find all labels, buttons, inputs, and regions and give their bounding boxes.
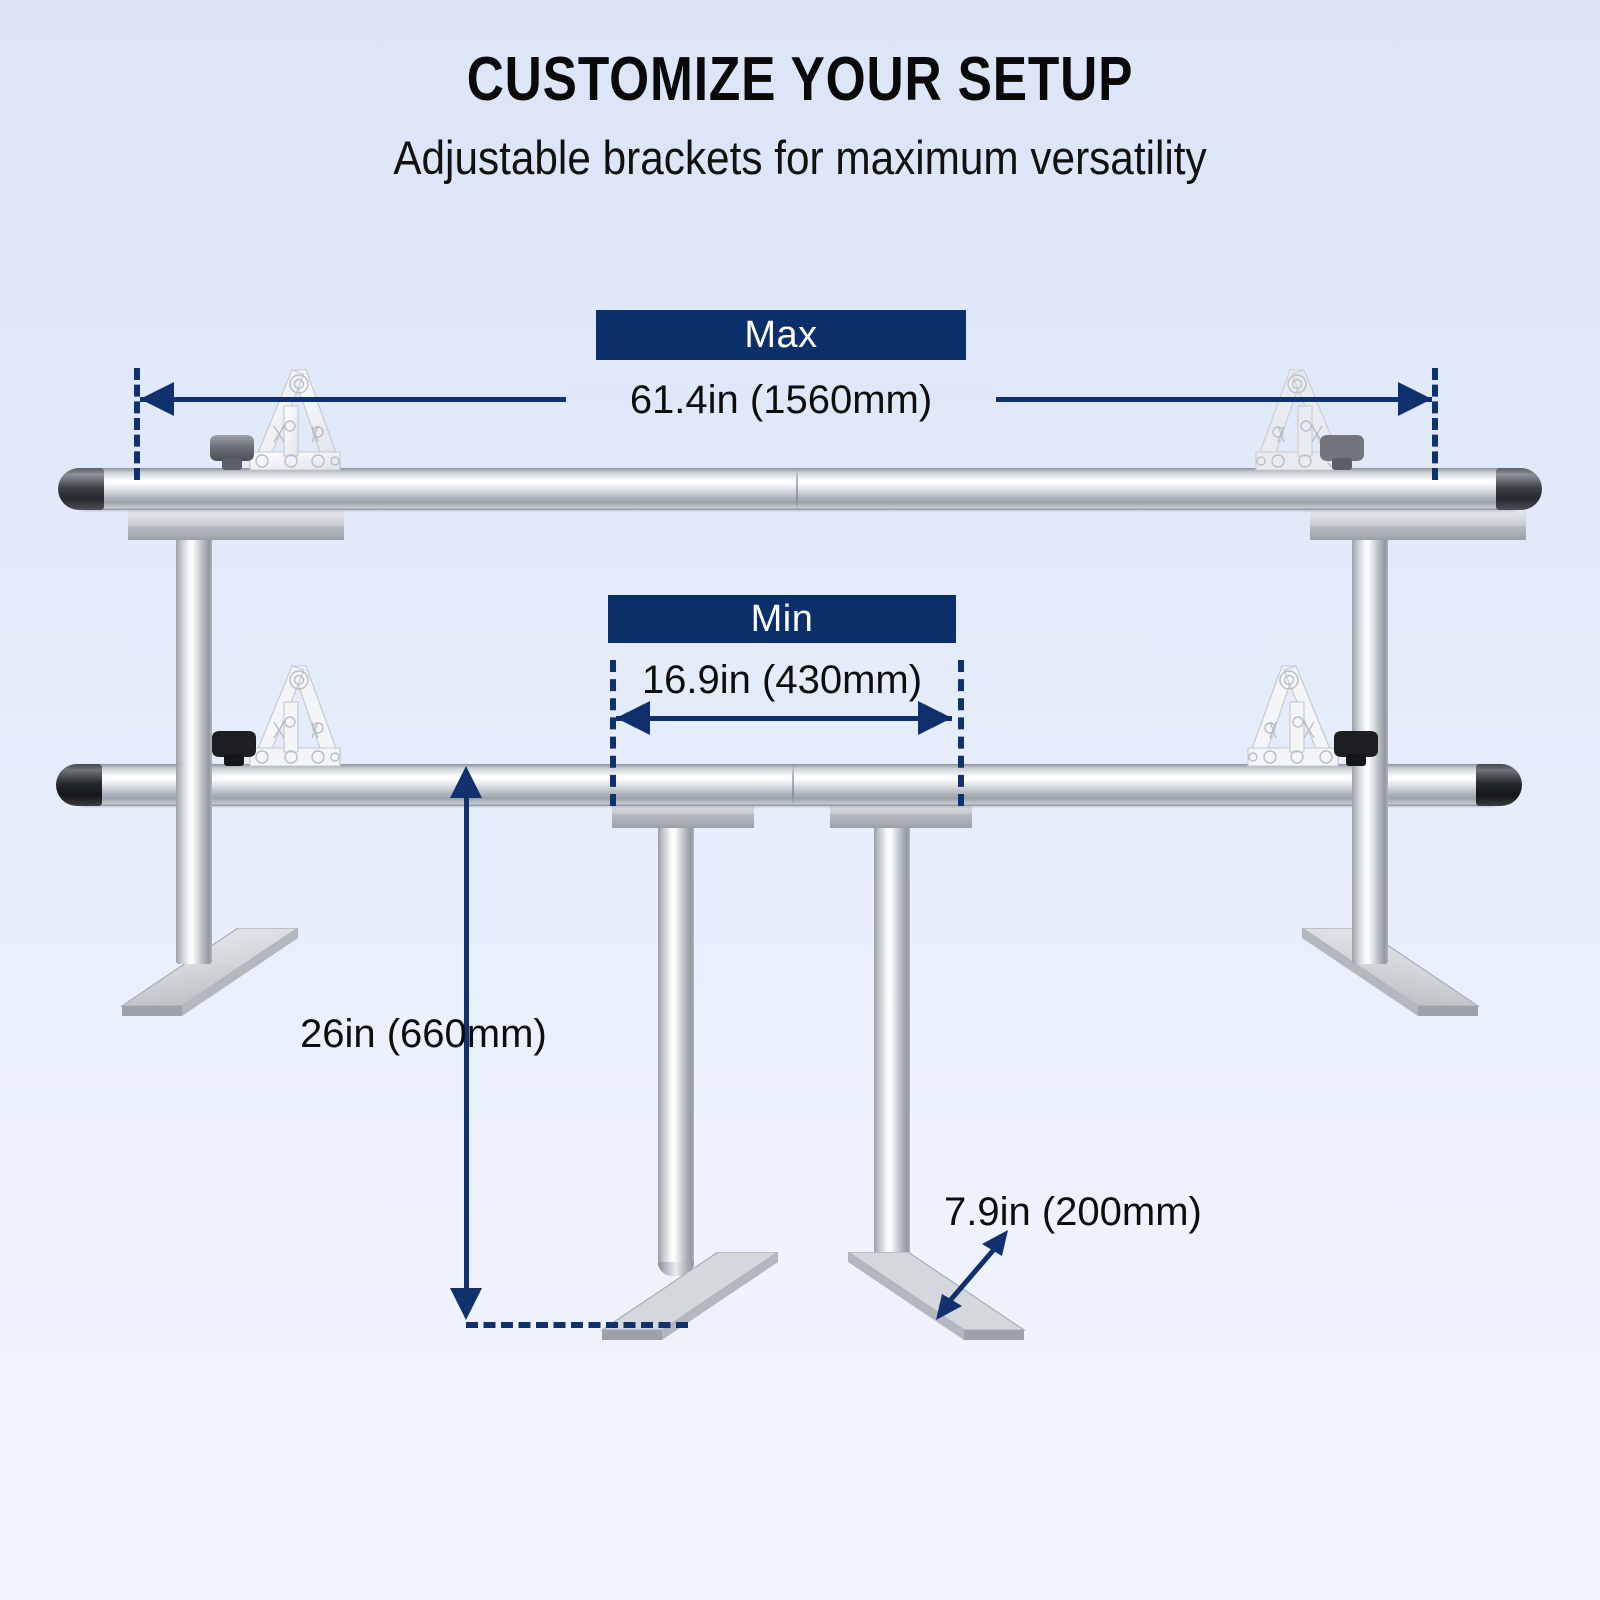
min-arrow-right-icon bbox=[918, 701, 952, 735]
min-extension-right bbox=[958, 660, 964, 806]
support-leg bbox=[1352, 764, 1388, 964]
support-leg bbox=[176, 764, 212, 964]
mounting-plate-edge bbox=[830, 814, 972, 828]
base-foot bbox=[846, 1252, 1026, 1342]
base-foot bbox=[120, 928, 300, 1018]
max-badge: Max bbox=[596, 310, 966, 360]
page-subtitle: Adjustable brackets for maximum versatil… bbox=[393, 131, 1207, 184]
max-arrow-left-icon bbox=[140, 382, 174, 416]
support-leg bbox=[874, 808, 910, 1268]
height-arrow-up-icon bbox=[450, 766, 482, 798]
base-foot bbox=[600, 1252, 780, 1342]
telescoping-rail bbox=[78, 764, 1498, 806]
max-dimension-label: 61.4in (1560mm) bbox=[566, 378, 996, 423]
depth-dimension-label: 7.9in (200mm) bbox=[944, 1190, 1202, 1234]
locking-knob[interactable] bbox=[208, 728, 260, 770]
support-leg-tip bbox=[658, 1262, 694, 1276]
telescoping-rail bbox=[78, 468, 1518, 510]
mounting-plate-edge bbox=[612, 814, 754, 828]
min-badge-label: Min bbox=[750, 597, 814, 640]
locking-knob[interactable] bbox=[1330, 728, 1382, 770]
depth-dimension-arrow bbox=[916, 1218, 1036, 1343]
adjustable-triangle-bracket[interactable] bbox=[240, 366, 348, 478]
mounting-plate-edge bbox=[1310, 526, 1526, 540]
rail-end-cap bbox=[56, 764, 102, 806]
mounting-plate-edge bbox=[128, 526, 344, 540]
height-baseline bbox=[466, 1322, 688, 1328]
min-arrow-left-icon bbox=[616, 701, 650, 735]
rail-joint-seam bbox=[792, 764, 794, 806]
height-arrow-down-icon bbox=[450, 1288, 482, 1320]
rail-end-cap bbox=[58, 468, 104, 510]
adjustable-triangle-bracket[interactable] bbox=[240, 662, 348, 774]
rail-end-cap bbox=[1496, 468, 1542, 510]
min-dimension-line bbox=[616, 716, 952, 721]
base-foot bbox=[1300, 928, 1480, 1018]
rail-joint-seam bbox=[796, 468, 798, 510]
height-dimension-line bbox=[464, 786, 469, 1310]
page-title: CUSTOMIZE YOUR SETUP bbox=[466, 45, 1134, 114]
min-extension-left bbox=[610, 660, 616, 806]
max-arrow-right-icon bbox=[1398, 382, 1432, 416]
max-extension-right bbox=[1432, 368, 1438, 480]
adjustable-triangle-bracket[interactable] bbox=[1240, 662, 1348, 774]
min-badge: Min bbox=[608, 595, 956, 643]
rail-end-cap bbox=[1476, 764, 1522, 806]
support-leg bbox=[658, 808, 694, 1268]
max-extension-left bbox=[134, 368, 140, 480]
height-dimension-label: 26in (660mm) bbox=[300, 1012, 547, 1056]
locking-knob[interactable] bbox=[206, 432, 258, 474]
min-dimension-label: 16.9in (430mm) bbox=[641, 658, 923, 702]
max-badge-label: Max bbox=[744, 313, 818, 356]
locking-knob[interactable] bbox=[1316, 432, 1368, 474]
